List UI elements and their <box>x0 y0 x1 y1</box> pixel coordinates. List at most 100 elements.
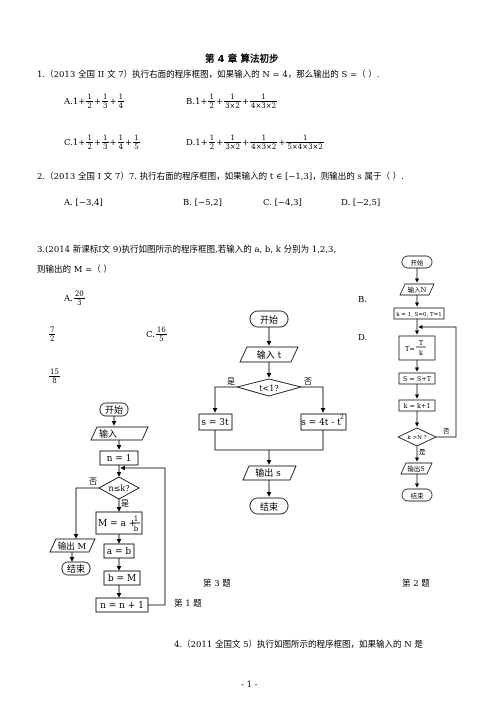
flow2-input <box>399 283 435 296</box>
fraction-numerator: 1 <box>224 134 242 143</box>
flow1-increment-text: n = n + 1 <box>100 601 144 611</box>
flow2-input-text: 输入N <box>408 285 427 294</box>
question-3-text-line2: 则输出的 M =（ ） <box>37 265 112 275</box>
plus-sign: + <box>109 138 117 148</box>
fraction-denominator: 3 <box>102 102 108 110</box>
flow3-output-text: 输出 s <box>255 467 281 479</box>
flow3-condition-text: t<1? <box>259 384 278 393</box>
flowchart-3: 开始 输入 t t<1? 是 否 s = 3t s = 4t - t 2 输出 … <box>198 310 347 515</box>
plus-sign: + <box>109 97 117 107</box>
q2-option-b: B. [−5,2] <box>183 198 222 208</box>
plus-sign: + <box>93 138 102 148</box>
flow1-output-text: 输出 M <box>58 541 87 552</box>
fraction-numerator: 1 <box>133 134 140 143</box>
flow1-assign-b-text: b = M <box>108 574 136 584</box>
q3-option-d-denominator: 8 <box>52 377 57 385</box>
fraction-numerator: 1 <box>102 134 109 143</box>
fraction-numerator: 1 <box>250 134 278 143</box>
flow3-start-text: 开始 <box>260 314 278 326</box>
q2-option-d: D. [−2,5] <box>341 198 381 208</box>
fraction-denominator: 3×2 <box>225 102 240 110</box>
flow3-s-4t-exponent: 2 <box>340 414 344 421</box>
flow2-caption: 第 2 题 <box>402 578 430 589</box>
flow3-s-4t <box>300 413 347 431</box>
fraction-denominator: 3×2 <box>225 143 241 151</box>
plus-sign: + <box>215 97 224 107</box>
flow3-input-text: 输入 t <box>257 349 282 361</box>
flow3-s-3t <box>198 413 233 431</box>
fraction-denominator: 4×3×2 <box>251 143 277 151</box>
flow1-caption: 第 1 题 <box>174 598 202 609</box>
flow1-input-text: 输入 <box>99 428 117 440</box>
flow3-caption: 第 3 题 <box>203 578 231 589</box>
q3-option-d-label: D. <box>358 333 368 343</box>
q3-option-a-label: A. <box>64 294 73 304</box>
flow2-end-text: 结束 <box>411 491 425 500</box>
flow2-output-text: 输出S <box>407 464 424 473</box>
question-1-text: 1.（2013 全国 II 文 7）执行右面的程序框图，如果输入的 N = 4，… <box>37 70 380 80</box>
flow2-no-label: 否 <box>443 427 450 435</box>
flow2-init <box>393 307 445 320</box>
flow2-output <box>400 462 433 475</box>
flow1-n-init-text: n = 1 <box>107 454 132 464</box>
fraction-numerator: 1 <box>86 93 93 102</box>
fraction-numerator: 1 <box>286 134 324 143</box>
flow3-s-3t-text: s = 3t <box>201 418 229 428</box>
q3-option-c-numerator: 16 <box>155 326 167 335</box>
flow2-t-assign-label: T= <box>405 345 415 353</box>
flow2-s-assign-text: S = S+T <box>403 375 432 383</box>
flow1-assign-m-num: 1 <box>134 515 138 523</box>
q3-option-c-denominator: 5 <box>159 335 164 343</box>
q3-option-c-label: C. <box>146 330 155 340</box>
flow3-end <box>249 497 289 515</box>
fraction-numerator: 1 <box>224 93 241 102</box>
flow3-input <box>239 346 299 363</box>
fraction-denominator: 5×4×3×2 <box>287 143 323 151</box>
fraction-denominator: 4×3×2 <box>250 102 277 110</box>
q1-option-c-label: C.1+ <box>64 138 86 148</box>
fraction-denominator: 3 <box>103 143 108 151</box>
fraction-numerator: 1 <box>117 134 125 143</box>
flow1-assign-m-text: M = a + <box>98 519 136 529</box>
fraction-numerator: 1 <box>208 93 215 102</box>
flow1-end-text: 结束 <box>67 563 85 575</box>
plus-sign: + <box>93 97 101 107</box>
q3-option-a-numerator: 20 <box>73 290 85 299</box>
flow2-k-assign-text: k = k+1 <box>403 402 430 410</box>
flowchart-1: 开始 输入 n = 1 n≤k? 否 是 M = a + 1 b a = b b… <box>49 402 166 613</box>
q3-option-b-label: B. <box>358 295 367 305</box>
fraction-numerator: 1 <box>208 134 216 143</box>
q1-option-a-label: A.1+ <box>64 97 86 107</box>
flow1-start-text: 开始 <box>105 404 123 416</box>
fraction-denominator: 5 <box>134 143 139 151</box>
plus-sign: + <box>241 97 249 107</box>
flow1-input <box>90 426 149 441</box>
flow1-no-label: 否 <box>89 477 97 486</box>
question-2-text: 2.（2013 全国 I 文 7）7. 执行右面的程序框图，如果输入的 t ∈ … <box>37 172 404 182</box>
q2-option-a: A. [−3,4] <box>64 198 103 208</box>
flow1-end <box>61 561 91 576</box>
q3-option-b-denominator: 2 <box>50 335 55 343</box>
q3-option-d-numerator: 15 <box>49 368 60 377</box>
flow1-assign-m-den: b <box>134 525 139 533</box>
q1-option-b-label: B.1+ <box>186 97 208 107</box>
fraction-denominator: 2 <box>87 143 92 151</box>
flow2-start-text: 开始 <box>411 258 425 267</box>
